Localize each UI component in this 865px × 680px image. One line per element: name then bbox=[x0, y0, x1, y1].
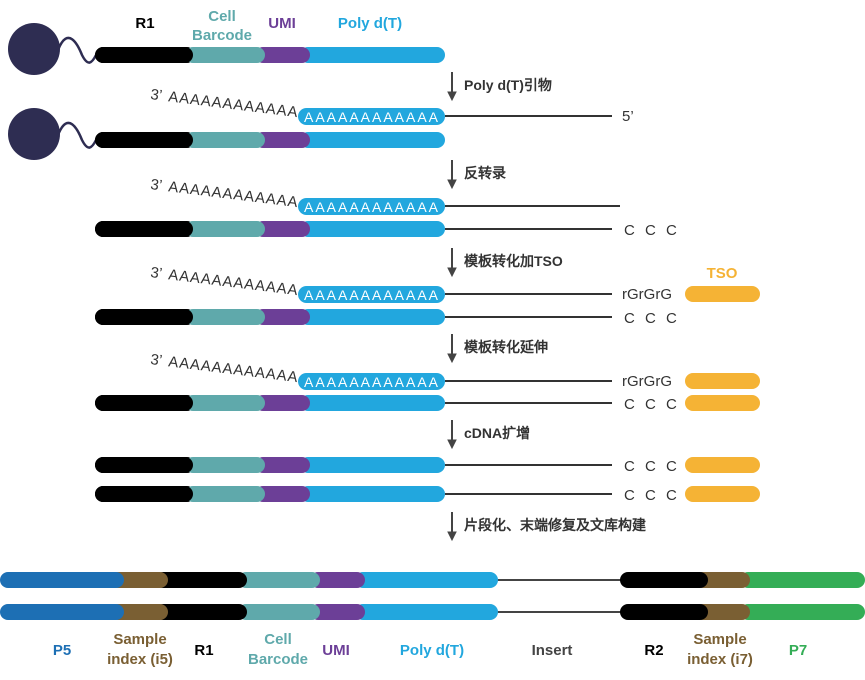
label-polyT: Poly d(T) bbox=[338, 15, 402, 32]
label-p7: P7 bbox=[789, 642, 807, 659]
label-polyT-bottom: Poly d(T) bbox=[400, 642, 464, 659]
three-prime-label: 3’ bbox=[150, 86, 164, 104]
extension-cdna: C C C bbox=[95, 395, 760, 413]
label-barcode: Barcode bbox=[192, 27, 252, 44]
ccc-label: C C C bbox=[624, 222, 680, 239]
label-r1-bottom: R1 bbox=[194, 642, 213, 659]
polyA-hybridized: AAAAAAAAAAAA bbox=[304, 287, 439, 303]
polyA-hybridized: AAAAAAAAAAAA bbox=[304, 199, 439, 215]
label-tso: TSO bbox=[707, 265, 738, 282]
three-prime-label: 3’ bbox=[150, 264, 164, 282]
label-index-i5: index (i5) bbox=[107, 651, 173, 668]
label-r1: R1 bbox=[135, 15, 154, 32]
label-cell: Cell bbox=[208, 8, 236, 25]
ccc-label: C C C bbox=[624, 310, 680, 327]
rgrgrg-label: rGrGrG bbox=[622, 286, 672, 303]
label-umi-bottom: UMI bbox=[322, 642, 350, 659]
step-6-label: 片段化、末端修复及文库构建 bbox=[464, 517, 646, 533]
step-4-label: 模板转化延伸 bbox=[464, 339, 548, 355]
amplified-cdna-1: C C C bbox=[95, 457, 760, 475]
library-fragment-1 bbox=[0, 571, 865, 589]
tso-cdna: C C C bbox=[95, 309, 680, 327]
five-prime-label: 5’ bbox=[622, 108, 634, 125]
step-arrows bbox=[447, 72, 457, 542]
polyA-hybridized: AAAAAAAAAAAA bbox=[304, 374, 439, 390]
rt-cdna: C C C bbox=[95, 221, 680, 239]
label-p5: P5 bbox=[53, 642, 71, 659]
polyA-single-strand: AAAAAAAAAAAA bbox=[167, 266, 298, 299]
ccc-label: C C C bbox=[624, 396, 680, 413]
three-prime-label: 3’ bbox=[150, 176, 164, 194]
rt-template: 3’ AAAAAAAAAAAA AAAAAAAAAAAA bbox=[150, 176, 620, 215]
mrna-capture: 3’ AAAAAAAAAAAA AAAAAAAAAAAA 5’ bbox=[150, 86, 634, 125]
amplified-cdna-2: C C C bbox=[95, 486, 760, 504]
library-fragment-2 bbox=[0, 603, 865, 621]
label-sample-i5: Sample bbox=[113, 631, 166, 648]
three-prime-label: 3’ bbox=[150, 351, 164, 369]
polyA-single-strand: AAAAAAAAAAAA bbox=[167, 88, 298, 121]
label-index-i7: index (i7) bbox=[687, 651, 753, 668]
step-2-label: 反转录 bbox=[464, 165, 506, 181]
ccc-label: C C C bbox=[624, 487, 680, 504]
polyA-single-strand: AAAAAAAAAAAA bbox=[167, 353, 298, 386]
label-insert: Insert bbox=[532, 642, 573, 659]
label-cell-bottom: Cell bbox=[264, 631, 292, 648]
step-5-label: cDNA扩增 bbox=[464, 425, 530, 441]
rgrgrg-label: rGrGrG bbox=[622, 373, 672, 390]
polyA-single-strand: AAAAAAAAAAAA bbox=[167, 178, 298, 211]
step-1-label: Poly d(T)引物 bbox=[464, 77, 552, 93]
step-3-label: 模板转化加TSO bbox=[464, 253, 563, 269]
label-r2: R2 bbox=[644, 642, 663, 659]
ccc-label: C C C bbox=[624, 458, 680, 475]
polyA-hybridized: AAAAAAAAAAAA bbox=[304, 109, 439, 125]
label-umi: UMI bbox=[268, 15, 296, 32]
label-sample-i7: Sample bbox=[693, 631, 746, 648]
label-barcode-bottom: Barcode bbox=[248, 651, 308, 668]
